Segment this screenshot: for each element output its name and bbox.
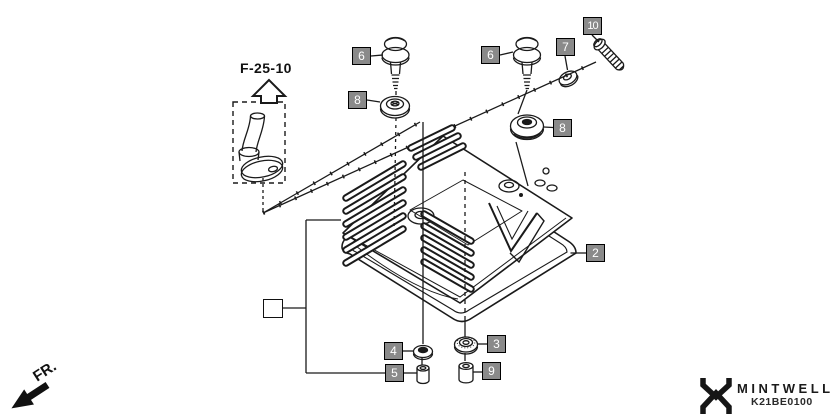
callout-5-collar[interactable]: 5	[385, 364, 404, 382]
callout-10-screw[interactable]: 10	[583, 17, 602, 35]
callout-6-bolt-left[interactable]: 6	[352, 47, 371, 65]
reference-arrow-icon	[250, 78, 288, 104]
washer-front-left-drawing	[412, 344, 434, 361]
callout-9-collar[interactable]: 9	[482, 362, 501, 380]
callout-8-washer-left[interactable]: 8	[348, 91, 367, 109]
washer-left-drawing	[379, 95, 411, 119]
callout-2-gasket[interactable]: 2	[586, 244, 605, 262]
callout-6-bolt-right[interactable]: 6	[481, 46, 500, 64]
callout-leader-lines	[283, 34, 600, 374]
assembly-axis-lines	[393, 89, 529, 365]
washer-front-right-drawing	[453, 336, 479, 355]
diagram-code: K21BE0100	[751, 396, 813, 408]
collar-front-left-drawing	[416, 364, 430, 385]
front-arrow-icon	[11, 382, 50, 409]
grommet-right-drawing	[509, 114, 545, 141]
seal-washer-drawing	[558, 70, 579, 88]
callout-8-grommet[interactable]: 8	[553, 119, 572, 137]
head-cover-drawing	[342, 124, 573, 304]
collar-front-right-drawing	[458, 361, 474, 384]
screw-drawing	[593, 38, 625, 71]
reference-link[interactable]: F-25-10	[240, 60, 292, 76]
callout-head-cover-box[interactable]	[263, 299, 283, 318]
breather-tube-drawing	[232, 101, 286, 184]
flange-bolt-right-drawing	[512, 36, 542, 90]
brand-name: MINTWELL	[737, 381, 834, 396]
flange-bolt-left-drawing	[381, 36, 410, 90]
callout-3-washer[interactable]: 3	[487, 335, 506, 353]
callout-4-washer[interactable]: 4	[384, 342, 403, 360]
brand-logo-icon	[700, 378, 732, 414]
callout-7-seal-washer[interactable]: 7	[556, 38, 575, 56]
